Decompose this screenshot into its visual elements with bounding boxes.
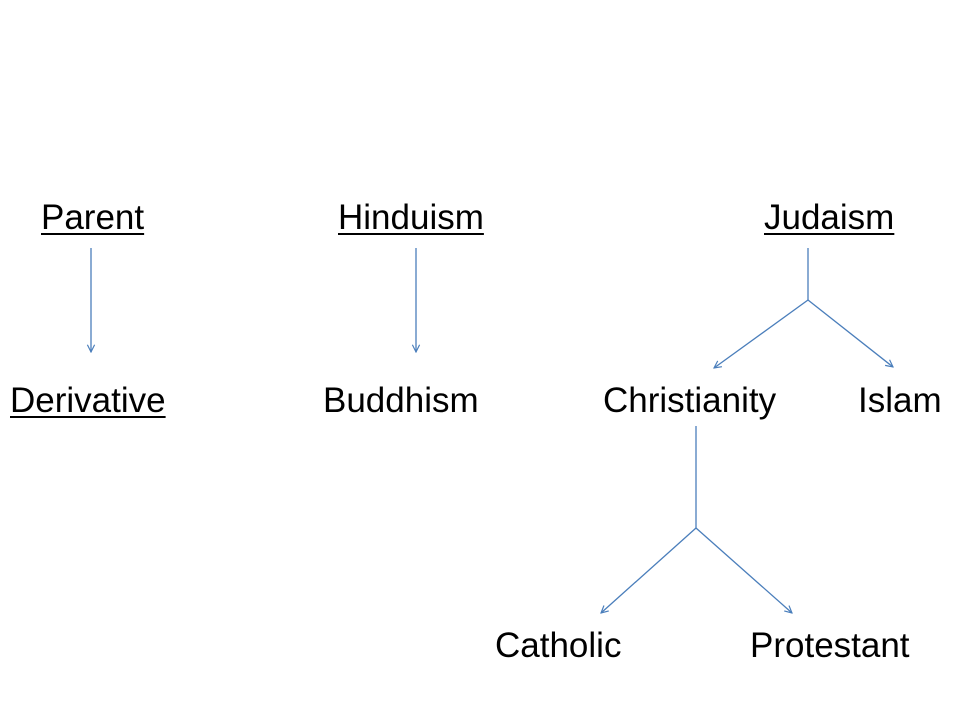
derivative-label: Derivative bbox=[10, 381, 166, 420]
parent-label: Parent bbox=[41, 198, 145, 237]
arrow-judaism-christianity bbox=[714, 299, 809, 368]
arrow-christianity-catholic bbox=[601, 527, 697, 613]
node-islam: Islam bbox=[858, 381, 942, 420]
node-buddhism: Buddhism bbox=[323, 381, 479, 420]
node-hinduism: Hinduism bbox=[338, 198, 484, 237]
arrow-judaism-islam bbox=[807, 299, 893, 367]
node-catholic: Catholic bbox=[495, 626, 622, 665]
arrow-christianity-protestant bbox=[695, 527, 792, 613]
node-christianity: Christianity bbox=[603, 381, 777, 420]
node-judaism: Judaism bbox=[764, 198, 895, 237]
node-protestant: Protestant bbox=[750, 626, 910, 665]
